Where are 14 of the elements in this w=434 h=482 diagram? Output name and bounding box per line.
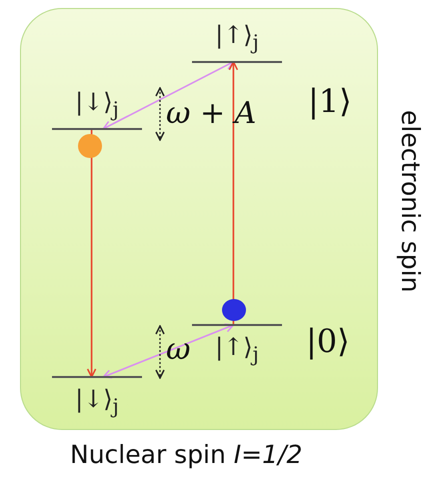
arrow <box>102 324 234 378</box>
state-label: |↑⟩$_{j}$ <box>215 20 259 56</box>
state-label: |0⟩ <box>306 322 350 360</box>
state-label: |1⟩ <box>308 82 352 120</box>
axis-label: electronic spin <box>396 110 425 292</box>
state-label: |↓⟩$_{j}$ <box>75 384 119 420</box>
arrow <box>86 128 96 378</box>
caption: Nuclear spin I=1/2 <box>70 440 302 469</box>
state-label: |↑⟩$_{j}$ <box>215 332 259 368</box>
gap-label: ω <box>166 332 190 367</box>
gap-label: ω + A <box>166 96 256 131</box>
arrow <box>228 61 238 325</box>
arrow <box>102 61 234 130</box>
state-label: |↓⟩$_{j}$ <box>75 87 119 123</box>
